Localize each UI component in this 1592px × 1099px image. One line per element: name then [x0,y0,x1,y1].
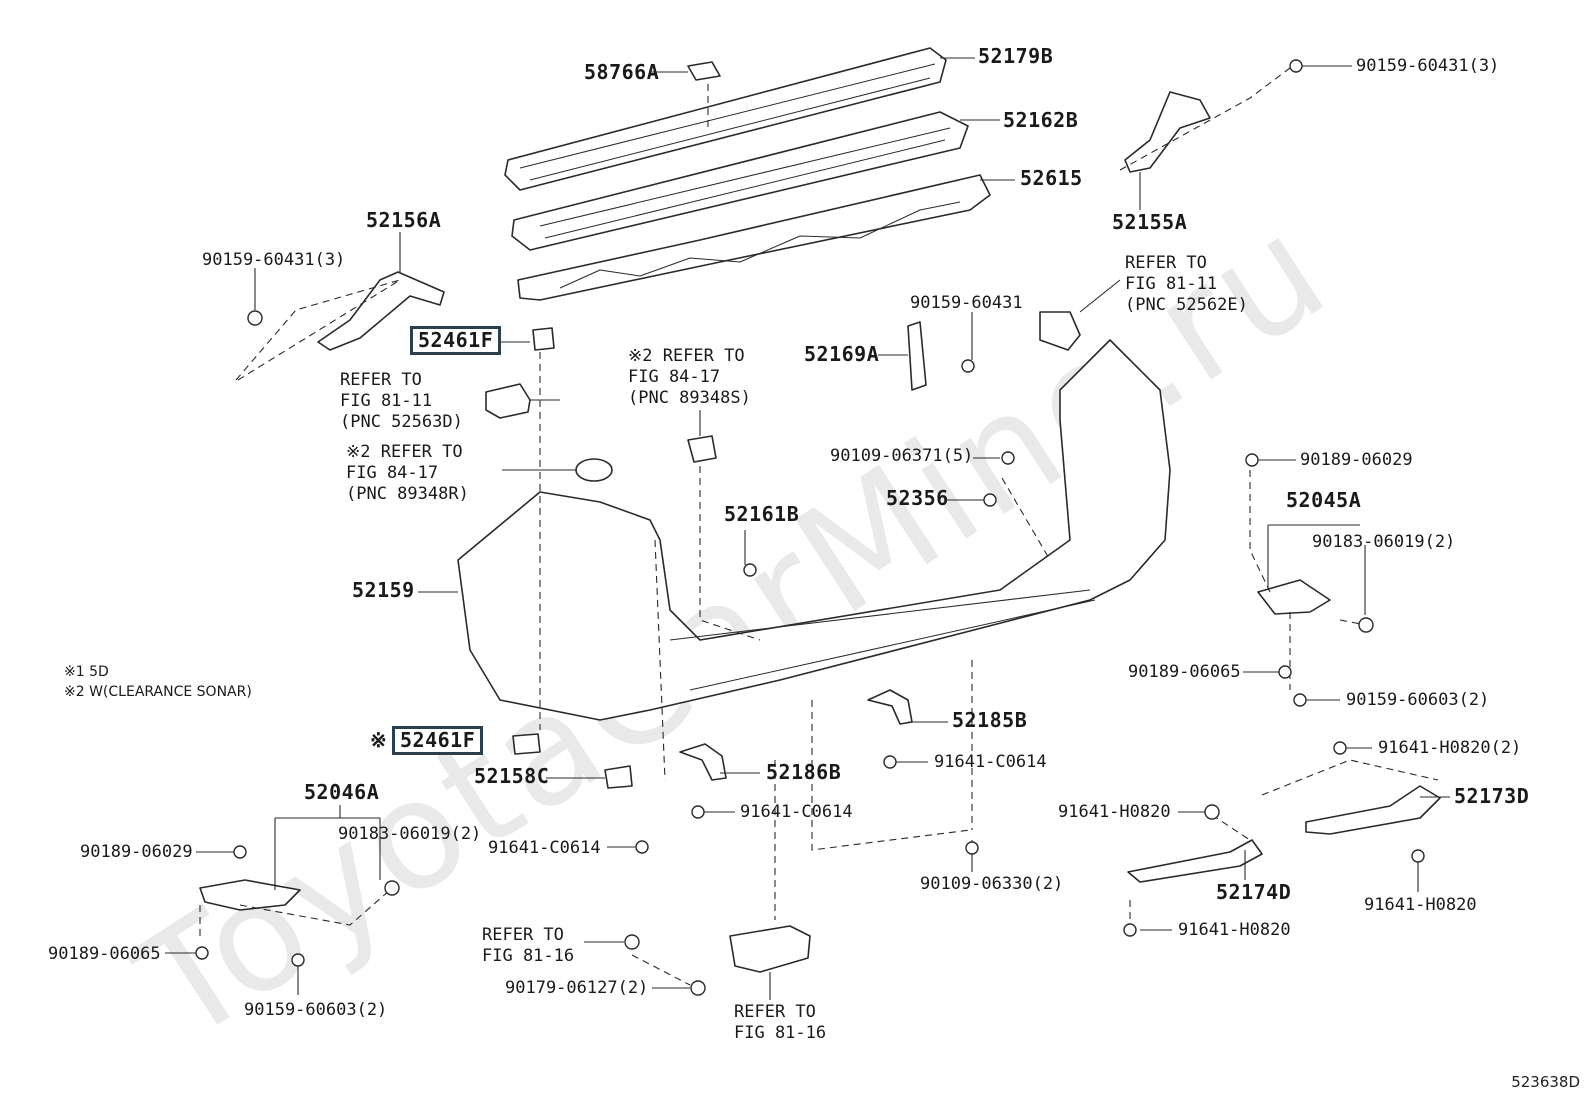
label-refer-89348S: ※2 REFER TO FIG 84-17 (PNC 89348S) [628,346,751,408]
label-52158C: 52158C [474,764,550,788]
label-refer-52563D: REFER TO FIG 81-11 (PNC 52563D) [340,370,463,432]
part-52155A-shape [1124,91,1211,173]
label-52461F-mark: ※ [370,728,388,752]
label-90189-06029-right: 90189-06029 [1300,450,1413,470]
bolt-icon [883,755,897,769]
bolt-icon [291,953,305,967]
nut-icon [384,880,400,896]
label-91641-H0820-c: 91641-H0820 [1364,895,1477,915]
bolt-icon [247,310,263,326]
sensor-89348R [575,458,613,482]
bolt-icon [691,805,705,819]
part-58766A-shape [687,61,721,81]
label-52615: 52615 [1020,166,1083,190]
label-52046A: 52046A [304,780,380,804]
sensor-89348S [687,435,717,463]
label-91641-H0820-2: 91641-H0820(2) [1378,738,1522,758]
part-52169A-shape [907,321,927,391]
pad-52461F-top [532,327,555,351]
part-52179B-shape [504,47,947,191]
label-52169A: 52169A [804,342,880,366]
label-52186B: 52186B [766,760,842,784]
part-52046A-shape [199,879,301,911]
label-90189-06065-right: 90189-06065 [1128,662,1241,682]
label-52174D: 52174D [1216,880,1292,904]
bolt-icon [635,840,649,854]
lamp-81-16 [729,925,811,973]
label-90109-06330-2: 90109-06330(2) [920,874,1064,894]
label-52162B: 52162B [1003,108,1079,132]
clip-icon [690,980,706,996]
label-90159-60431-3-left: 90159-60431(3) [202,250,346,270]
part-52158C-shape [604,765,633,789]
label-90189-06029-left: 90189-06029 [80,842,193,862]
label-90159-60603-2-left: 90159-60603(2) [244,1000,388,1020]
label-90159-60431: 90159-60431 [910,293,1023,313]
bolt-icon [1411,849,1425,863]
label-52156A: 52156A [366,208,442,232]
part-52174D-shape [1127,839,1263,883]
label-refer-81-16-left: REFER TO FIG 81-16 [482,925,575,966]
bolt-icon [624,934,640,950]
part-52156A-shape [317,271,445,351]
label-52159: 52159 [352,578,415,602]
retainer-52563D [485,383,531,419]
clip-icon [743,563,757,577]
label-52461F-bottom: 52461F [392,726,484,755]
label-90159-60603-2-right: 90159-60603(2) [1346,690,1490,710]
part-52186B-shape [679,743,727,781]
label-58766A: 58766A [584,60,660,84]
part-52615-shape [517,174,991,301]
bolt-icon [1204,804,1220,820]
label-52179B: 52179B [978,44,1054,68]
label-90189-06065-left: 90189-06065 [48,944,161,964]
nut-icon [1358,617,1374,633]
washer-icon [983,493,997,507]
bolt-icon [1333,741,1347,755]
part-52159-shape [457,339,1171,721]
bolt-icon [233,845,247,859]
label-52173D: 52173D [1454,784,1530,808]
label-90109-06371-5: 90109-06371(5) [830,446,974,466]
part-52162B-shape [511,111,969,251]
bolt-icon [965,841,979,855]
label-52161B: 52161B [724,502,800,526]
label-refer-81-16-bottom: REFER TO FIG 81-16 [734,1002,827,1043]
part-52173D-shape [1305,785,1441,835]
note-2: ※2 W(CLEARANCE SONAR) [64,684,252,700]
pad-52461F-bottom [512,733,541,755]
retainer-52562E [1039,311,1081,351]
bolt-icon [961,359,975,373]
bolt-icon [1278,665,1292,679]
label-52356: 52356 [886,486,949,510]
bolt-icon [1293,693,1307,707]
label-52461F-top: 52461F [410,326,502,355]
bolt-icon [195,946,209,960]
label-refer-89348R: ※2 REFER TO FIG 84-17 (PNC 89348R) [346,442,469,504]
label-52185B: 52185B [952,708,1028,732]
label-90183-06019-2-right: 90183-06019(2) [1312,532,1456,552]
label-90179-06127-2: 90179-06127(2) [505,978,649,998]
label-90183-06019-2-left: 90183-06019(2) [338,824,482,844]
note-1: ※1 5D [64,664,109,680]
label-91641-C0614-mid: 91641-C0614 [934,752,1047,772]
bolt-icon [1245,453,1259,467]
part-52185B-shape [867,689,913,725]
bolt-icon [1123,923,1137,937]
label-refer-52562E: REFER TO FIG 81-11 (PNC 52562E) [1125,253,1248,315]
label-52155A: 52155A [1112,210,1188,234]
bolt-icon [1001,451,1015,465]
label-91641-H0820-b: 91641-H0820 [1178,920,1291,940]
label-91641-H0820-a: 91641-H0820 [1058,802,1171,822]
figure-id: 523638D [1511,1073,1580,1091]
label-91641-C0614-a: 91641-C0614 [740,802,853,822]
label-90159-60431-3-right: 90159-60431(3) [1356,56,1500,76]
bolt-icon [1289,59,1303,73]
part-52045A-shape [1257,579,1331,615]
label-52045A: 52045A [1286,488,1362,512]
label-91641-C0614-b: 91641-C0614 [488,838,601,858]
